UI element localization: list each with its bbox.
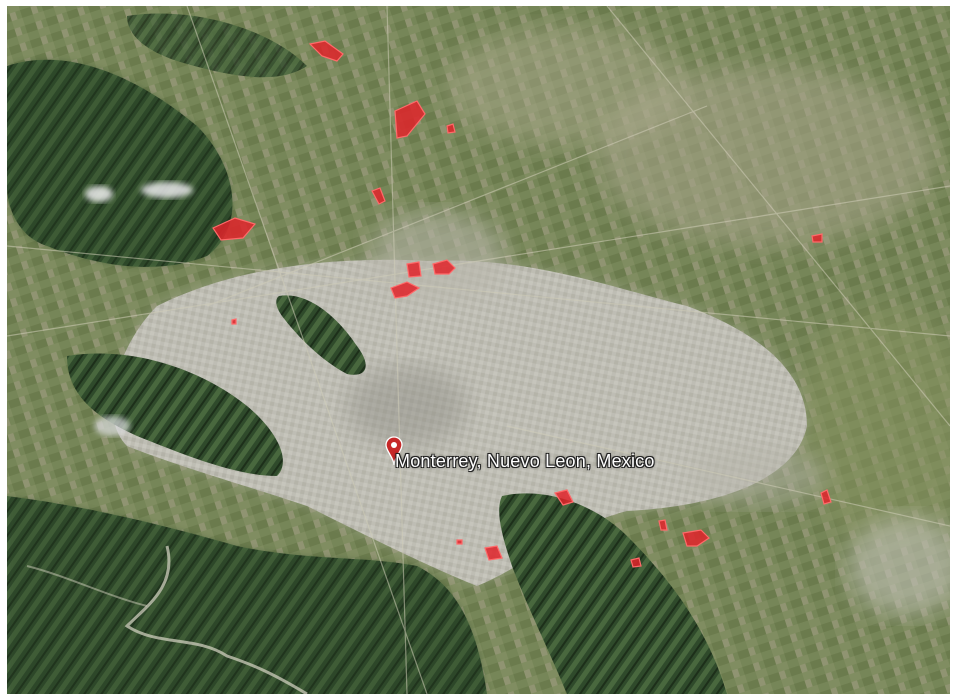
highlight-area xyxy=(394,100,426,139)
mitras-ridge xyxy=(67,353,283,476)
highlight-area xyxy=(390,281,421,299)
highlight-area xyxy=(432,259,456,275)
satellite-map[interactable]: Monterrey, Nuevo Leon, Mexico xyxy=(7,6,950,694)
highlight-area xyxy=(682,529,710,547)
highlight-area xyxy=(820,489,832,505)
cloud xyxy=(141,182,193,198)
cerro-de-la-silla xyxy=(499,493,727,694)
highlight-area xyxy=(811,233,823,243)
cloud xyxy=(85,186,113,202)
map-pin-icon[interactable] xyxy=(385,436,403,466)
road-network xyxy=(7,6,950,694)
highlight-area xyxy=(630,557,642,568)
highlighted-areas xyxy=(212,40,832,568)
highlight-area xyxy=(308,40,344,62)
highlight-area xyxy=(231,318,237,325)
satellite-imagery xyxy=(7,6,950,694)
highlight-area xyxy=(484,545,503,561)
highlight-area xyxy=(456,539,463,545)
place-label[interactable]: Monterrey, Nuevo Leon, Mexico xyxy=(395,451,655,471)
cloud xyxy=(94,416,130,436)
highlight-area xyxy=(658,519,668,531)
highlight-area xyxy=(406,261,422,278)
highlight-area xyxy=(554,489,574,506)
river xyxy=(124,545,308,694)
topo-chico-ridge xyxy=(276,295,366,375)
highlight-area xyxy=(371,187,386,205)
highlight-area xyxy=(212,217,257,241)
highlight-area xyxy=(446,123,456,134)
